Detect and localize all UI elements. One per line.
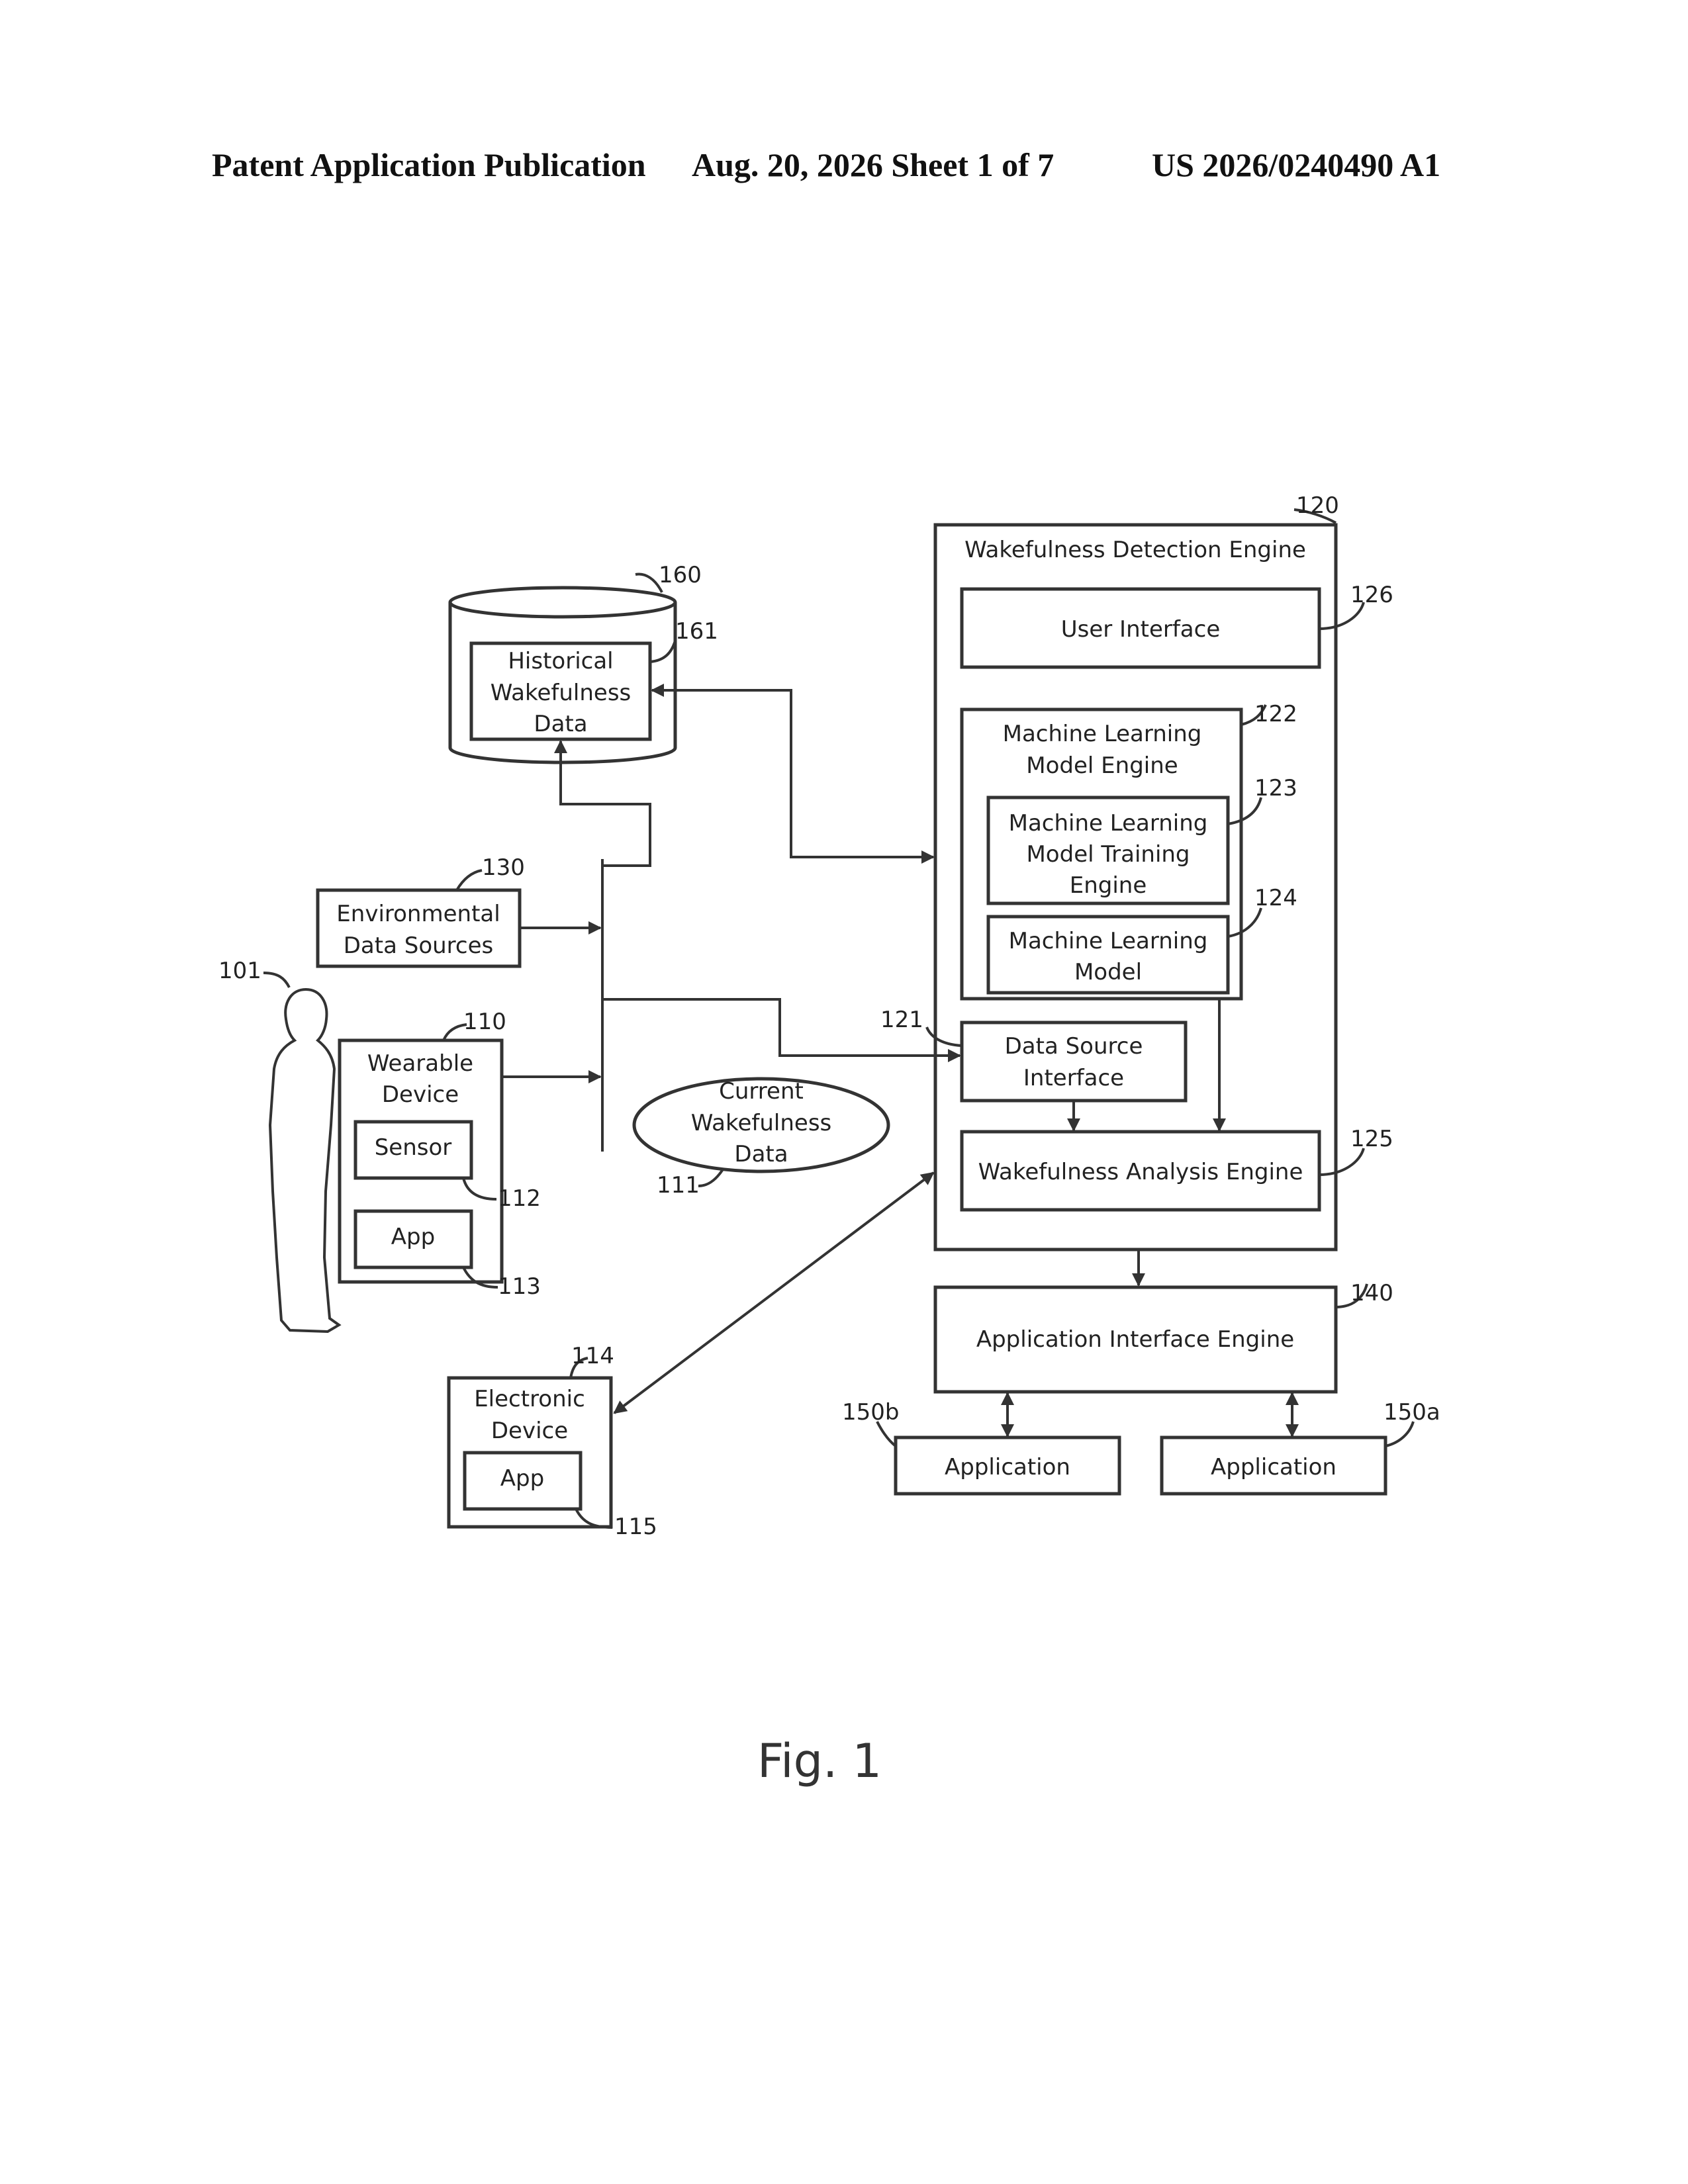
ref-120: 120 xyxy=(1296,492,1339,519)
wae-label: Wakefulness Analysis Engine xyxy=(978,1159,1303,1185)
application-b-box: Application xyxy=(896,1437,1119,1494)
ref-122: 122 xyxy=(1254,701,1297,727)
ml-training-line2: Model Training xyxy=(1026,841,1190,868)
ref-125: 125 xyxy=(1350,1126,1393,1152)
ml-model-box: Machine Learning Model xyxy=(988,917,1228,993)
electronic-app-label: App xyxy=(500,1465,544,1492)
ref-124: 124 xyxy=(1254,885,1297,911)
historical-data-box: Historical Wakefulness Data xyxy=(471,643,650,739)
ref-113: 113 xyxy=(498,1273,541,1300)
ml-training-engine-box: Machine Learning Model Training Engine xyxy=(988,797,1228,903)
link-db-wde xyxy=(652,690,933,857)
link-electronic-wde xyxy=(614,1173,933,1413)
leader-101 xyxy=(263,973,289,987)
dsi-line1: Data Source xyxy=(1005,1033,1143,1060)
env-line2: Data Sources xyxy=(344,933,493,959)
ml-model-line1: Machine Learning xyxy=(1009,928,1208,954)
user-silhouette xyxy=(270,989,339,1332)
ref-126: 126 xyxy=(1350,582,1393,608)
electronic-line2: Device xyxy=(491,1418,568,1444)
figure-caption: Fig. 1 xyxy=(757,1734,882,1788)
leader-111 xyxy=(698,1169,723,1186)
sensor-label: Sensor xyxy=(375,1134,452,1161)
dsi-line2: Interface xyxy=(1023,1065,1124,1091)
ml-engine-line2: Model Engine xyxy=(1026,752,1178,779)
wearable-line2: Device xyxy=(382,1081,459,1108)
user-interface-label: User Interface xyxy=(1061,616,1221,643)
ref-150b: 150b xyxy=(842,1399,899,1426)
wde-label: Wakefulness Detection Engine xyxy=(964,537,1306,563)
ref-121: 121 xyxy=(880,1007,923,1033)
ref-114: 114 xyxy=(571,1343,614,1369)
wakefulness-analysis-engine-box: Wakefulness Analysis Engine xyxy=(962,1132,1319,1210)
ref-160: 160 xyxy=(659,562,702,588)
ref-101: 101 xyxy=(218,958,261,984)
leader-160 xyxy=(635,574,662,592)
current-line1: Current xyxy=(719,1078,804,1105)
data-source-interface-box: Data Source Interface xyxy=(962,1023,1186,1101)
wearable-app-label: App xyxy=(391,1224,435,1250)
ref-115: 115 xyxy=(614,1514,657,1540)
ml-model-line2: Model xyxy=(1074,959,1142,985)
current-line2: Wakefulness xyxy=(691,1110,832,1136)
wearable-line1: Wearable xyxy=(367,1050,473,1077)
wearable-app-box: App xyxy=(355,1211,471,1267)
ref-110: 110 xyxy=(463,1009,506,1035)
ref-130: 130 xyxy=(482,854,525,881)
current-line3: Data xyxy=(734,1141,788,1167)
ref-123: 123 xyxy=(1254,775,1297,801)
current-data-ellipse: Current Wakefulness Data xyxy=(634,1078,888,1171)
app-a-label: Application xyxy=(1211,1454,1336,1480)
electronic-line1: Electronic xyxy=(474,1386,585,1412)
hist-line3: Data xyxy=(534,711,587,737)
ref-111: 111 xyxy=(657,1172,700,1199)
user-interface-box: User Interface xyxy=(962,589,1319,667)
electronic-app-box: App xyxy=(465,1453,581,1509)
ml-training-line1: Machine Learning xyxy=(1009,810,1208,837)
application-a-box: Application xyxy=(1162,1437,1385,1494)
ref-161: 161 xyxy=(675,618,718,645)
application-interface-engine-box: Application Interface Engine xyxy=(935,1287,1336,1392)
sensor-box: Sensor xyxy=(355,1122,471,1178)
leader-130 xyxy=(457,870,482,890)
hist-line2: Wakefulness xyxy=(491,680,632,706)
hist-line1: Historical xyxy=(508,648,613,674)
ref-112: 112 xyxy=(498,1185,541,1212)
env-line1: Environmental xyxy=(336,901,500,927)
environmental-sources-box: Environmental Data Sources xyxy=(318,890,520,966)
app-b-label: Application xyxy=(945,1454,1070,1480)
ref-140: 140 xyxy=(1350,1280,1393,1306)
ref-150a: 150a xyxy=(1383,1399,1440,1426)
ml-training-line3: Engine xyxy=(1070,872,1147,899)
aie-label: Application Interface Engine xyxy=(976,1326,1294,1353)
ml-engine-line1: Machine Learning xyxy=(1003,721,1202,747)
